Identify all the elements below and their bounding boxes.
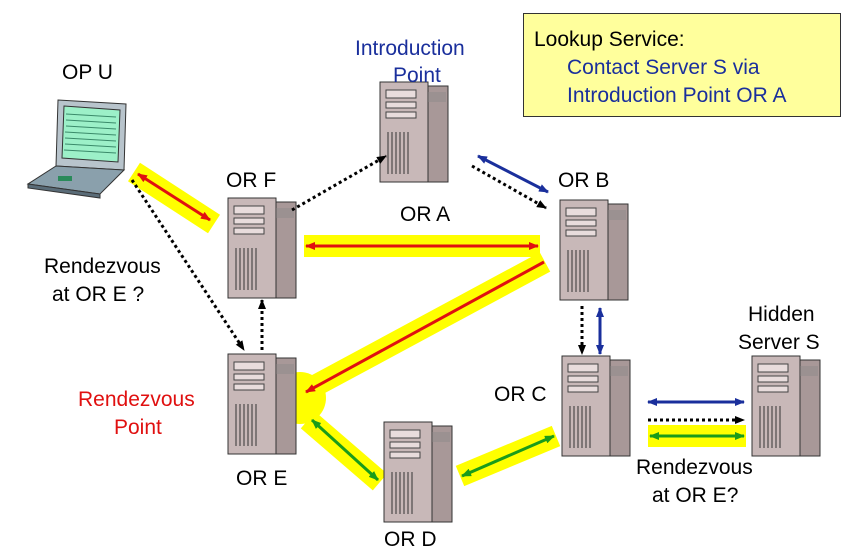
rendezvous-question-line1: Rendezvous <box>44 255 161 278</box>
server-circuit-arrows <box>310 418 745 482</box>
client-circuit-arrows <box>137 172 545 394</box>
laptop-icon <box>26 99 127 199</box>
introduction-point-label-line2: Point <box>393 64 441 87</box>
rendezvous-server-line1: Rendezvous <box>636 456 753 479</box>
hidden-server-label-line2: Server S <box>738 331 820 354</box>
rendezvous-point-label-line2: Point <box>114 416 162 439</box>
or-d-label: OR D <box>384 528 437 551</box>
lookup-service-title: Lookup Service: <box>534 28 685 51</box>
or-f-server-icon <box>227 197 297 299</box>
hidden-server-icon <box>751 355 821 457</box>
or-f-label: OR F <box>226 169 277 192</box>
lookup-service-line1: Contact Server S via <box>567 56 760 79</box>
hidden-server-label-line1: Hidden <box>748 303 815 326</box>
lookup-service-box: Lookup Service: Contact Server S via Int… <box>523 13 841 117</box>
lookup-service-line2: Introduction Point OR A <box>567 84 787 107</box>
introduction-arrows <box>477 154 745 406</box>
or-b-label: OR B <box>558 169 610 192</box>
rendezvous-point-label-line1: Rendezvous <box>78 388 195 411</box>
or-c-label: OR C <box>494 383 547 406</box>
or-a-server-icon <box>379 81 449 183</box>
dotted-path-arrows <box>130 154 745 424</box>
or-c-server-icon <box>561 355 631 457</box>
rendezvous-question-line2: at OR E ? <box>52 283 145 306</box>
or-b-server-icon <box>559 199 629 301</box>
or-a-label: OR A <box>400 203 451 226</box>
introduction-point-label-line1: Introduction <box>355 37 465 60</box>
or-e-server-icon <box>227 353 297 455</box>
or-e-label: OR E <box>236 467 288 490</box>
rendezvous-server-line2: at OR E? <box>652 484 739 507</box>
or-d-server-icon <box>383 421 453 523</box>
op-u-label: OP U <box>62 61 113 84</box>
